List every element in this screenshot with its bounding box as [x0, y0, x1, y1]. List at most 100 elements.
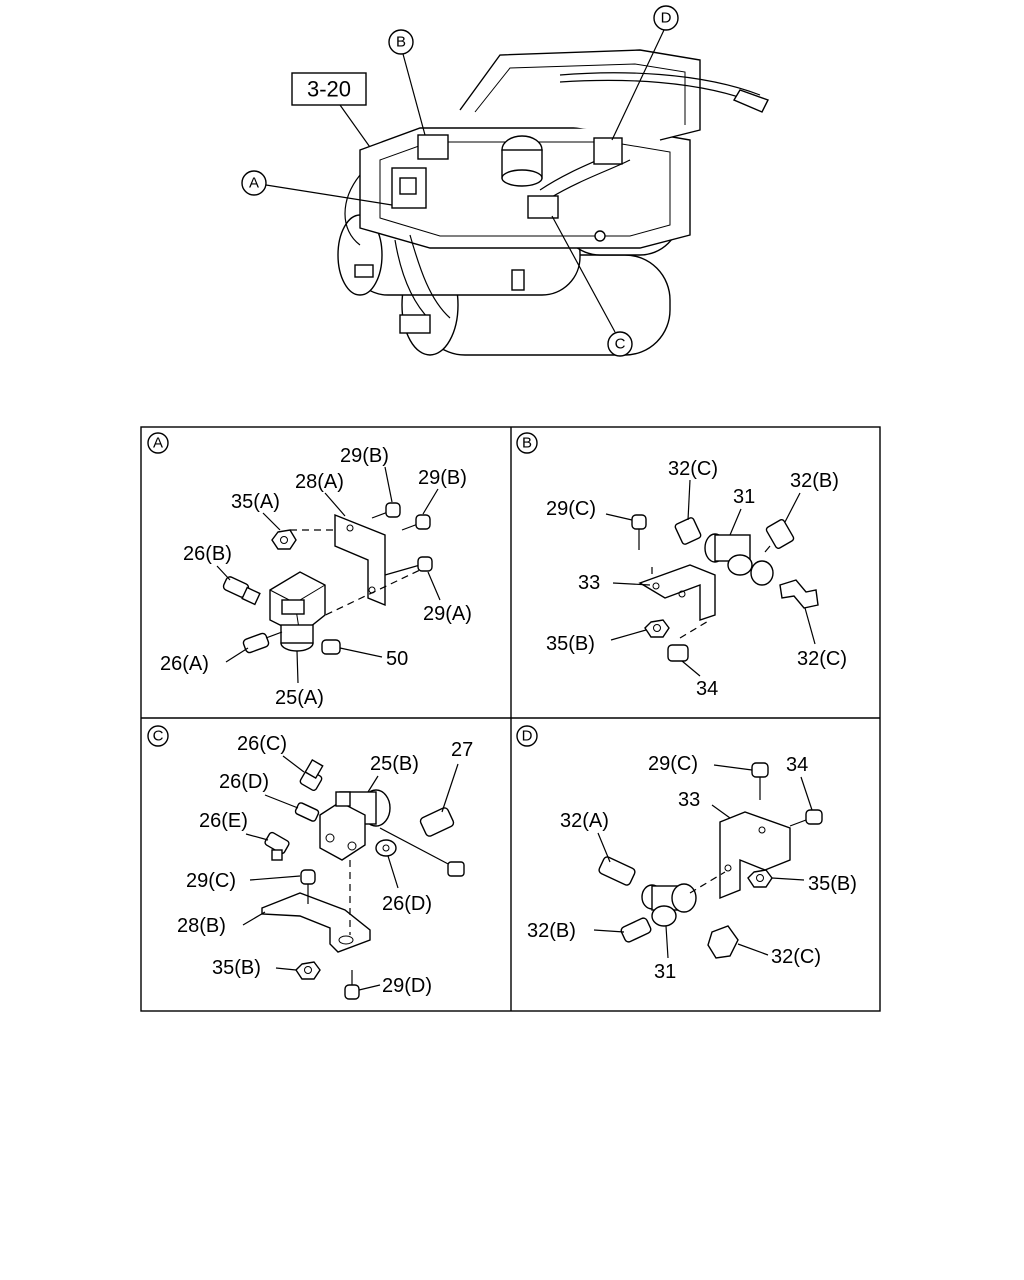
fitting-26b: [222, 576, 261, 606]
label-32a: 32(A): [560, 810, 609, 832]
callout-a: [241, 170, 267, 196]
label-31: 31: [733, 486, 755, 508]
label-35b: 35(B): [546, 633, 595, 655]
ref-box: [291, 72, 367, 106]
sensor-27: [379, 807, 465, 877]
label-25a: 25(A): [275, 687, 324, 709]
nut-35b: [644, 619, 670, 638]
label-29c: 29(C): [648, 753, 698, 775]
nut-35b: [747, 869, 773, 888]
fitting-26e: [264, 831, 290, 861]
union-31: [641, 883, 697, 927]
label-29c: 29(C): [186, 870, 236, 892]
label-26c: 26(C): [237, 733, 287, 755]
bolt-29d: [344, 970, 360, 1000]
bolt-29b-1: [371, 502, 401, 519]
panel-c: C: [147, 725, 473, 1000]
label-33: 33: [578, 572, 600, 594]
label-50: 50: [386, 648, 408, 670]
svg-text:C: C: [153, 728, 164, 745]
valve-c: [527, 195, 559, 219]
label-29b-2: 29(B): [418, 467, 467, 489]
label-29a: 29(A): [423, 603, 472, 625]
label-26d-2: 26(D): [382, 893, 432, 915]
bracket-33: [638, 564, 716, 621]
svg-text:B: B: [522, 435, 532, 452]
label-26d-1: 26(D): [219, 771, 269, 793]
svg-text:B: B: [396, 34, 406, 51]
svg-text:D: D: [661, 10, 672, 27]
panel-b-tag: [516, 432, 538, 454]
label-29d: 29(D): [382, 975, 432, 997]
label-32c-1: 32(C): [668, 458, 718, 480]
label-27: 27: [451, 739, 473, 761]
label-25b: 25(B): [370, 753, 419, 775]
hose: [559, 72, 761, 96]
upper-frame: [459, 49, 701, 141]
fitting-26a: [242, 631, 283, 654]
bolt-34: [667, 644, 689, 662]
valve-d: [593, 137, 623, 165]
panel-d: D: [516, 725, 857, 983]
ref-box-label: 3-20: [307, 77, 351, 102]
svg-text:C: C: [615, 336, 626, 353]
label-35a: 35(A): [231, 491, 280, 513]
label-29b-1: 29(B): [340, 445, 389, 467]
label-34: 34: [696, 678, 718, 700]
label-26b: 26(B): [183, 543, 232, 565]
fitting-32b: [620, 917, 652, 943]
bolt-34: [789, 809, 823, 827]
label-32c: 32(C): [771, 946, 821, 968]
bolt-29c: [631, 514, 647, 550]
label-31: 31: [654, 961, 676, 983]
bolt-29c: [751, 762, 769, 800]
label-26a: 26(A): [160, 653, 209, 675]
fitting-50: [321, 639, 341, 655]
svg-text:D: D: [522, 728, 533, 745]
bolt-29c: [300, 869, 316, 904]
label-28a: 28(A): [295, 471, 344, 493]
panel-b: B: [516, 432, 847, 700]
nut-35b: [295, 961, 321, 980]
fitting-32a: [598, 856, 636, 886]
valve-25b: [319, 789, 391, 861]
panel-d-tag: [516, 725, 538, 747]
svg-text:A: A: [153, 435, 163, 452]
label-26e: 26(E): [199, 810, 248, 832]
callout-c: [607, 331, 633, 357]
label-33: 33: [678, 789, 700, 811]
valve-b: [417, 134, 449, 160]
svg-text:A: A: [249, 175, 259, 192]
label-34: 34: [786, 754, 808, 776]
valve-25a: [269, 571, 326, 652]
label-32c-2: 32(C): [797, 648, 847, 670]
bracket-28b: [261, 892, 371, 953]
nut-35a: [271, 529, 297, 550]
label-32b: 32(B): [790, 470, 839, 492]
fitting-26c: [299, 758, 324, 792]
panel-c-tag: [147, 725, 169, 747]
label-28b: 28(B): [177, 915, 226, 937]
label-32b: 32(B): [527, 920, 576, 942]
label-35b: 35(B): [212, 957, 261, 979]
fitting-26d-1: [294, 802, 320, 822]
fitting-26d-2: [375, 839, 397, 857]
label-35b: 35(B): [808, 873, 857, 895]
callout-d: [653, 5, 679, 31]
bolt-29a: [384, 556, 433, 576]
overview-illustration: 3-20: [241, 5, 769, 357]
callout-b: [388, 29, 414, 55]
panel-a: A: [147, 432, 472, 709]
fitting-32c-1: [674, 517, 702, 545]
union-31: [704, 533, 774, 586]
fitting-32c-2: [779, 579, 819, 609]
fitting-32b: [764, 519, 795, 553]
valve-a: [391, 167, 427, 209]
detail-grid: [140, 426, 881, 1012]
label-29c: 29(C): [546, 498, 596, 520]
bracket-28a: [334, 513, 386, 607]
panel-a-tag: [147, 432, 169, 454]
fitting-32c: [707, 925, 739, 959]
